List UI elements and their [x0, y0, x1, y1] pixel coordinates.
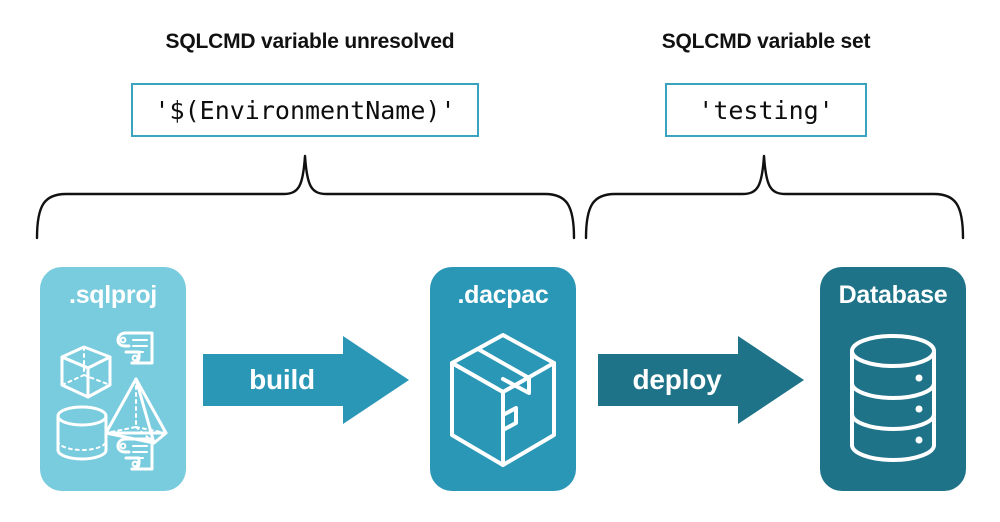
heading-sqlcmd-unresolved: SQLCMD variable unresolved — [165, 30, 455, 53]
code-box-testing: 'testing' — [665, 83, 867, 137]
scroll-icon — [116, 437, 154, 471]
brace-left-icon — [35, 154, 576, 240]
code-box-environment-name: '$(EnvironmentName)' — [131, 83, 479, 137]
arrow-build-shape — [203, 336, 409, 424]
brace-right-icon — [584, 154, 965, 240]
stage-box-dacpac: .dacpac — [430, 267, 576, 491]
arrow-deploy — [598, 336, 804, 424]
heading-sqlcmd-set: SQLCMD variable set — [661, 30, 871, 53]
database-cylinder-icon — [850, 334, 936, 462]
arrow-build — [203, 336, 409, 424]
dacpac-artwork — [450, 333, 556, 467]
sqlproj-artwork — [56, 331, 168, 471]
stage-box-sqlproj: .sqlproj — [40, 267, 186, 491]
arrow-deploy-shape — [598, 336, 804, 424]
stage-label-database: Database — [838, 281, 948, 309]
scroll-icon — [116, 331, 154, 365]
stage-label-sqlproj: .sqlproj — [69, 281, 157, 309]
stage-box-database: Database — [820, 267, 966, 491]
database-artwork — [850, 334, 936, 462]
stage-label-dacpac: .dacpac — [457, 281, 549, 309]
cylinder-icon — [56, 405, 108, 461]
pyramid-icon — [104, 377, 168, 445]
cube-icon — [60, 345, 112, 399]
package-box-icon — [450, 333, 556, 467]
